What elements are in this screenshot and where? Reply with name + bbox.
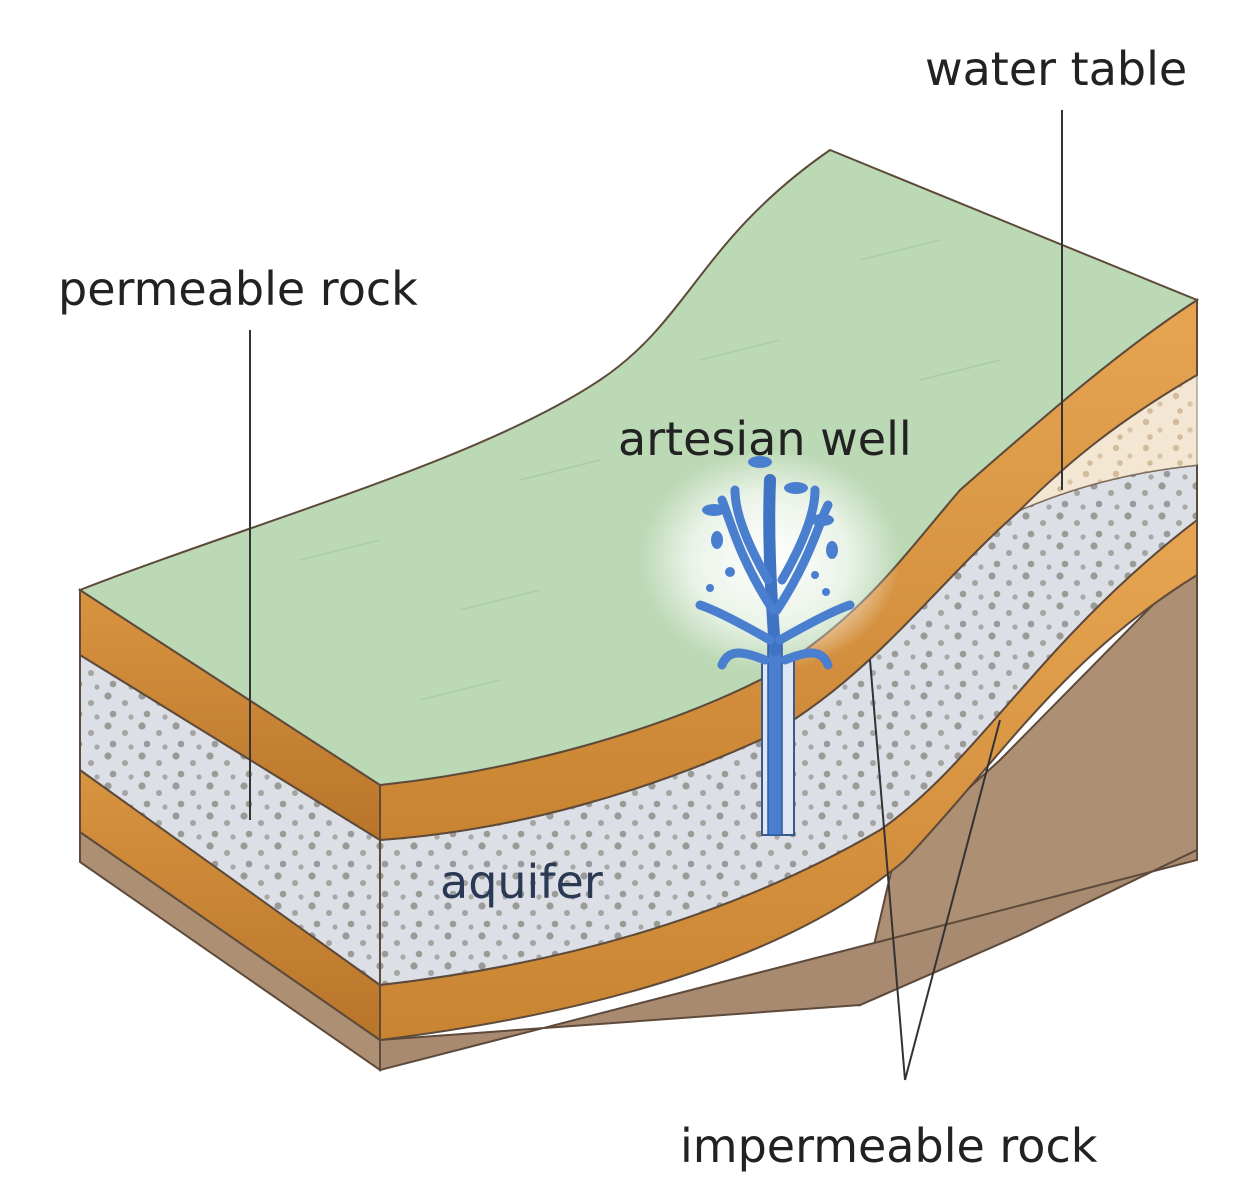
water-droplets: [702, 456, 838, 596]
ground-surface: [77, 148, 1200, 787]
bedrock-bottom-slope: [379, 848, 1198, 1072]
surface-texture: [299, 239, 1001, 701]
aquifer-label: aquifer: [440, 855, 603, 909]
artesian-well-label: artesian well: [618, 412, 912, 466]
water-table-label: water table: [925, 42, 1187, 96]
impermeable-rock-leader-lower: [904, 719, 1001, 1081]
well-pipe: [761, 639, 795, 836]
impermeable-rock-leader-upper: [869, 659, 906, 1081]
permeable-rock-label: permeable rock: [58, 262, 418, 316]
impermeable-rock-label: impermeable rock: [680, 1119, 1098, 1173]
